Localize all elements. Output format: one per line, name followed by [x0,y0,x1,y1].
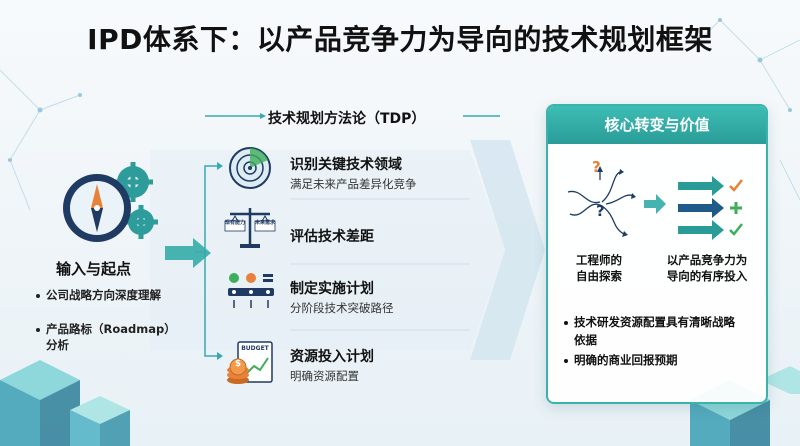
scale-label-right: 未来需求 [255,220,276,226]
step-separators [290,198,470,331]
step-1-desc: 满足未来产品差异化竞争 [290,177,417,191]
step-4-desc: 明确资源配置 [290,369,359,383]
question-mark-bottom: ? [596,202,605,220]
page-title: IPD体系下：以产品竞争力为导向的技术规划框架 [87,23,713,56]
panel-bullet-1: 技术研发资源配置具有清晰战略 [564,313,735,331]
question-mark-top: ? [592,158,601,176]
panel-header: 核心转变与价值 [548,106,766,144]
coin-symbol: $ [234,359,242,369]
steps-bracket [195,162,223,360]
step-1-name: 识别关键技术领域 [290,157,402,173]
method-connector-lines [205,113,500,119]
input-bullet-2: 产品路标（Roadmap） [36,321,176,337]
scale-label-left: 现有能力 [225,220,246,226]
radar-icon [229,147,271,189]
budget-coins-icon [227,341,273,384]
panel-bullet-1-cont: 依据 [574,333,597,347]
input-heading: 输入与起点 [56,260,132,278]
left-caption: 工程师的自由探索 [576,253,622,283]
input-arrow [165,238,211,268]
input-bullet-1: 公司战略方向深度理解 [36,287,161,303]
method-title: 技术规划方法论（TDP） [268,111,426,127]
panel-bullet-2: 明确的商业回报预期 [564,351,678,369]
timeline-icon [228,273,274,308]
step-3-desc: 分阶段技术突破路径 [290,301,394,315]
right-caption: 以产品竞争力为导向的有序投入 [666,253,748,283]
step-2-name: 评估技术差距 [290,229,374,245]
step-4-name: 资源投入计划 [290,349,374,365]
transformation-graphic [567,166,743,240]
compass-gears-icon [63,162,158,242]
value-panel: 核心转变与价值 [546,104,768,404]
input-bullet-2-cont: 分析 [46,338,69,352]
budget-label: BUDGET [241,345,269,352]
step-3-name: 制定实施计划 [290,281,374,297]
balance-scale-icon [224,208,276,248]
